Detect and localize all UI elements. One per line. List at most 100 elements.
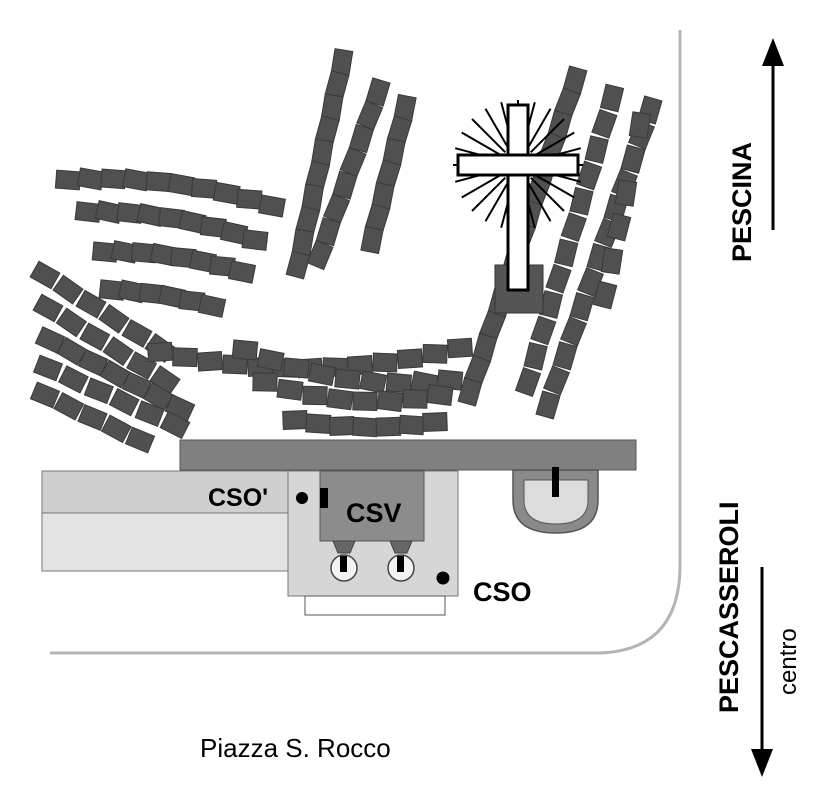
seat: [358, 370, 388, 394]
seat: [575, 160, 603, 191]
seat: [402, 389, 428, 409]
seat: [426, 384, 454, 406]
seat: [398, 414, 425, 436]
seat: [32, 293, 64, 323]
cross-ray: [471, 118, 507, 154]
seat: [446, 337, 474, 359]
pescina-label: PESCINA: [727, 142, 757, 262]
seat: [122, 168, 150, 192]
seat: [545, 263, 572, 294]
seat: [554, 238, 579, 268]
seat: [600, 247, 624, 275]
seat: [559, 316, 588, 347]
seat: [514, 367, 542, 397]
seat: [57, 365, 89, 394]
seat: [196, 350, 224, 372]
seat: [53, 392, 85, 421]
seat: [352, 391, 378, 411]
seat: [569, 292, 595, 322]
cross-ray: [533, 173, 575, 199]
seat: [396, 348, 424, 370]
seat: [569, 186, 594, 216]
platform-left-lower: [41, 512, 291, 572]
cross-ray: [461, 131, 503, 157]
cross-ray: [526, 180, 552, 222]
seat: [620, 144, 646, 174]
seat: [315, 217, 341, 247]
seat: [365, 77, 391, 107]
cso-prime-dot: [296, 492, 308, 504]
seat: [76, 167, 105, 191]
seat: [457, 377, 483, 407]
seat: [212, 181, 241, 205]
stand-right: [387, 540, 415, 582]
cross-icon: [453, 100, 583, 314]
seat: [227, 260, 257, 284]
seat: [282, 357, 310, 379]
seat: [32, 354, 64, 382]
seat: [124, 426, 156, 454]
seat: [385, 372, 413, 394]
seat: [592, 280, 618, 310]
seat: [197, 294, 227, 318]
seat: [599, 83, 625, 113]
seat: [134, 400, 165, 427]
cross-ray: [529, 176, 565, 212]
seat: [54, 169, 82, 191]
seat: [351, 416, 379, 438]
seat: [372, 352, 398, 373]
seat: [348, 123, 375, 154]
seat: [591, 108, 618, 139]
cross-ray: [526, 108, 552, 150]
seat: [159, 410, 191, 440]
seat: [145, 171, 172, 193]
seat: [252, 372, 278, 392]
seat: [326, 388, 354, 411]
seat: [523, 341, 548, 371]
seat: [285, 250, 311, 280]
seat: [334, 368, 361, 390]
seat: [142, 382, 174, 412]
cross-ray: [471, 176, 507, 212]
seat: [172, 347, 198, 368]
seat: [236, 188, 263, 210]
road-edge: [50, 30, 682, 655]
cross-ray: [461, 173, 503, 199]
seat: [100, 168, 127, 190]
cso-dot: [436, 571, 450, 585]
seat: [323, 193, 351, 224]
platform-left-upper: [41, 470, 291, 514]
seat: [102, 336, 134, 367]
seat: [305, 413, 332, 435]
seat: [108, 388, 140, 417]
seat: [376, 390, 404, 413]
platform-bottom-strip: [304, 595, 446, 616]
seating-area: [29, 48, 663, 454]
seat: [422, 343, 448, 364]
seat: [83, 377, 114, 405]
stand-left: [330, 540, 358, 582]
altar-niche: [512, 467, 599, 534]
seat: [306, 239, 334, 271]
cso-label: CSO: [473, 577, 532, 607]
cross-ray: [484, 108, 510, 150]
seat: [98, 303, 130, 334]
seat: [584, 135, 609, 164]
seat: [307, 362, 337, 387]
seat: [231, 339, 259, 361]
seat: [360, 225, 384, 255]
seat: [552, 341, 578, 371]
seat: [55, 307, 88, 338]
seat: [258, 194, 286, 218]
cross-ray: [484, 180, 510, 222]
seat: [282, 410, 308, 430]
seat: [542, 365, 571, 396]
seat: [560, 212, 587, 243]
cross-ray: [529, 118, 565, 154]
seat: [77, 403, 108, 432]
seat: [190, 177, 218, 199]
seat: [79, 322, 111, 352]
seat: [328, 416, 355, 436]
cso-prime-marker: [320, 488, 328, 508]
